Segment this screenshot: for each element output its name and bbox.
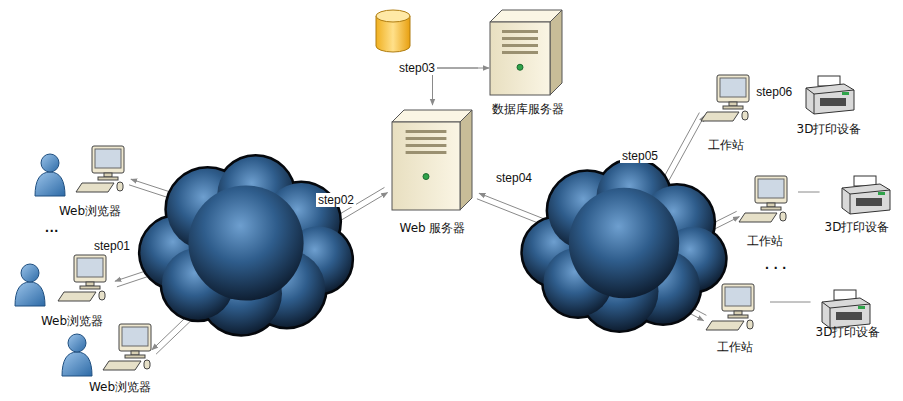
computer-icon: [706, 284, 754, 330]
printer-3d-icon: [806, 76, 854, 114]
network-cloud: [140, 157, 351, 335]
web-server-node: Web 服务器: [385, 105, 480, 237]
step-label: step03: [397, 61, 437, 75]
computer-icon: [739, 176, 787, 222]
computer-icon: [701, 75, 749, 121]
node-label: 工作站: [745, 234, 785, 248]
server-icon: [490, 10, 562, 95]
node-label: 3D打印设备: [814, 325, 883, 339]
network-cloud: [523, 160, 725, 330]
node-label: Web浏览器: [39, 314, 105, 328]
user-icon: [35, 154, 65, 196]
ellipsis-mark: · · ·: [763, 261, 789, 275]
workstation-node: 工作站: [695, 70, 757, 154]
step-label: step04: [494, 171, 534, 185]
connector-line: [798, 192, 820, 193]
node-label: Web 服务器: [398, 221, 468, 235]
printer-node: 3D打印设备: [811, 285, 886, 341]
printer-node: 3D打印设备: [820, 170, 895, 236]
browser-node: Web浏览器: [55, 318, 185, 396]
node-label: 数据库服务器: [490, 102, 566, 116]
step-label: step01: [92, 239, 132, 253]
node-label: 工作站: [706, 138, 746, 152]
node-label: 3D打印设备: [795, 122, 864, 136]
browser-node: Web浏览器: [30, 140, 150, 220]
server-icon: [392, 110, 472, 210]
db-server-node: 数据库服务器: [478, 5, 578, 118]
browser-node: Web浏览器: [12, 250, 132, 330]
node-label: Web浏览器: [87, 380, 153, 394]
printer-3d-icon: [822, 290, 870, 328]
connector-line: [433, 68, 479, 105]
computer-icon: [103, 324, 151, 370]
connector-line: [770, 302, 811, 303]
node-label: 3D打印设备: [823, 220, 892, 234]
user-icon: [15, 264, 45, 306]
printer-node: 3D打印设备: [792, 70, 867, 138]
printer-3d-icon: [842, 176, 890, 214]
database-cylinder: [376, 10, 410, 52]
step-label: step02: [316, 193, 356, 207]
step-label: step05: [620, 149, 660, 163]
computer-icon: [76, 146, 124, 192]
step-label: step06: [754, 85, 794, 99]
ellipsis-mark: ···: [43, 224, 61, 238]
computer-icon: [58, 255, 106, 301]
workstation-node: 工作站: [700, 280, 770, 356]
user-icon: [62, 334, 92, 376]
node-label: Web浏览器: [57, 204, 123, 218]
workstation-node: 工作站: [732, 170, 798, 250]
node-label: 工作站: [715, 340, 755, 354]
